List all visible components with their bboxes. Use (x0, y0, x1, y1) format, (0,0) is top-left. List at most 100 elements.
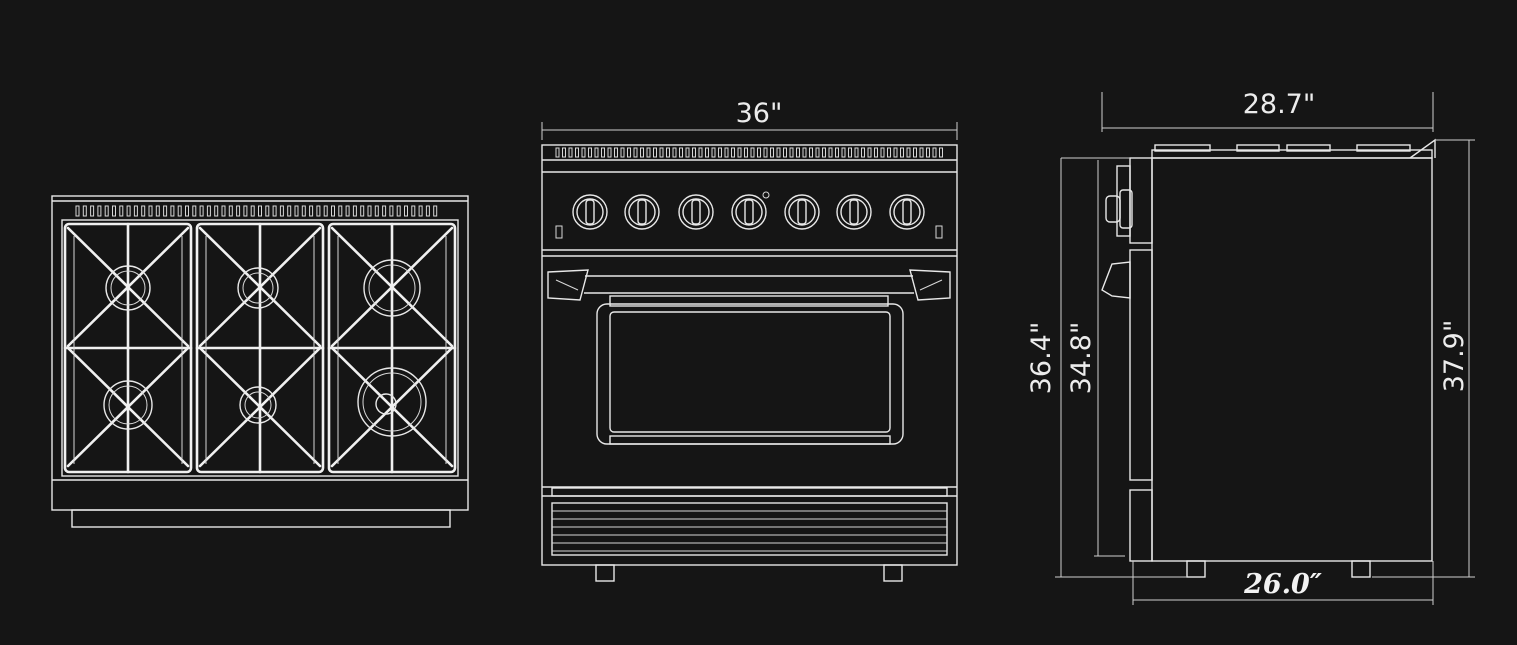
grate-tooth (750, 147, 755, 158)
grate-tooth (919, 147, 924, 158)
side-grate-segment (1154, 144, 1211, 152)
vent-slot (316, 205, 321, 217)
vent-slot (294, 205, 299, 217)
grate-tooth (659, 147, 664, 158)
grate-tooth (698, 147, 703, 158)
cooktop-grates (63, 222, 457, 474)
vent-slot (309, 205, 314, 217)
vent-slot (265, 205, 270, 217)
grate-tooth (939, 147, 943, 158)
grate-tooth (744, 147, 748, 158)
vent-slot (404, 205, 408, 217)
vent-slot (141, 205, 146, 217)
height-body-label: 34.8" (1066, 322, 1097, 395)
grate-tooth (711, 147, 716, 158)
vent-slot (279, 205, 284, 217)
grate-tooth (835, 147, 839, 158)
vent-slot (287, 205, 292, 217)
vent-slot (301, 205, 306, 217)
grate-section (195, 222, 325, 474)
vent-slot (418, 205, 423, 217)
burner-center-cap (375, 393, 397, 415)
grate-tooth (874, 147, 878, 158)
grate-tooth (932, 147, 937, 158)
vent-slot (97, 205, 102, 217)
side-view: 28.7" 36.4" 34.8" 37.9" 26.0″ (1026, 89, 1475, 605)
grate-tooth (822, 147, 826, 158)
width-dimension-label: 36" (736, 98, 783, 129)
vent-slot (206, 205, 211, 217)
vent-slot (104, 205, 109, 217)
vent-slot (177, 205, 182, 217)
vent-slot (243, 205, 248, 217)
grate-tooth (601, 147, 605, 158)
burner (105, 265, 151, 311)
grate-tooth (861, 147, 865, 158)
vent-slot (345, 205, 350, 217)
grate-tooth (568, 147, 573, 158)
side-drawer-profile (1129, 489, 1153, 562)
vent-slot (133, 205, 138, 217)
vent-slot (221, 205, 226, 217)
side-knob (1105, 189, 1133, 229)
grate-tooth (575, 147, 579, 158)
bottom-depth-label: 26.0″ (1243, 569, 1322, 600)
drawer-trim (551, 487, 948, 497)
storage-drawer (551, 502, 948, 556)
vent-slot (90, 205, 95, 217)
vent-slot (82, 205, 87, 217)
grate-tooth (900, 147, 904, 158)
grate-tooth (796, 147, 800, 158)
vent-slot (331, 205, 335, 217)
vent-slot (352, 205, 357, 217)
vent-slot (396, 205, 401, 217)
grate-tooth (906, 147, 911, 158)
side-grate-segment (1236, 144, 1280, 152)
side-handle (1101, 261, 1131, 299)
grate-tooth (679, 147, 683, 158)
burner (237, 267, 279, 309)
vent-slot (155, 205, 160, 217)
grate-tooth (815, 147, 820, 158)
leveling-foot-left (595, 564, 615, 582)
grate-tooth (633, 147, 638, 158)
vent-slots (75, 205, 438, 217)
knob (624, 194, 660, 230)
vent-slot (250, 205, 255, 217)
grate-tooth (685, 147, 690, 158)
vent-slot (163, 205, 168, 217)
vent-slot (214, 205, 219, 217)
grate-tooth (653, 147, 657, 158)
top-view (51, 195, 469, 528)
side-foot-rear (1351, 560, 1371, 578)
knob (889, 194, 925, 230)
indicator-light (762, 191, 770, 199)
vent-slot (119, 205, 124, 217)
front-view: 36" (541, 98, 958, 582)
side-grate-profile (1154, 144, 1411, 152)
range-body-front (541, 144, 958, 566)
grate-tooth (620, 147, 625, 158)
grate-tooth (705, 147, 709, 158)
depth-dimension-label: 28.7" (1243, 89, 1316, 120)
vent-slot (360, 205, 365, 217)
grate-tooth (627, 147, 631, 158)
grate-tooth (867, 147, 872, 158)
vent-slot (258, 205, 262, 217)
grate-tooth (594, 147, 599, 158)
oven-window (609, 311, 891, 433)
grate-section (327, 222, 457, 474)
grate-tooth (588, 147, 592, 158)
grate-tooth (880, 147, 885, 158)
grate-tooth (893, 147, 898, 158)
power-switch-left (555, 225, 563, 239)
grate-tooth (802, 147, 807, 158)
grate-tooth (614, 147, 618, 158)
oven-door-frame (596, 303, 904, 445)
grate-tooth (581, 147, 586, 158)
grate-tooth (841, 147, 846, 158)
door-top-trim (609, 295, 889, 307)
burner (103, 380, 153, 430)
vent-slot (338, 205, 343, 217)
